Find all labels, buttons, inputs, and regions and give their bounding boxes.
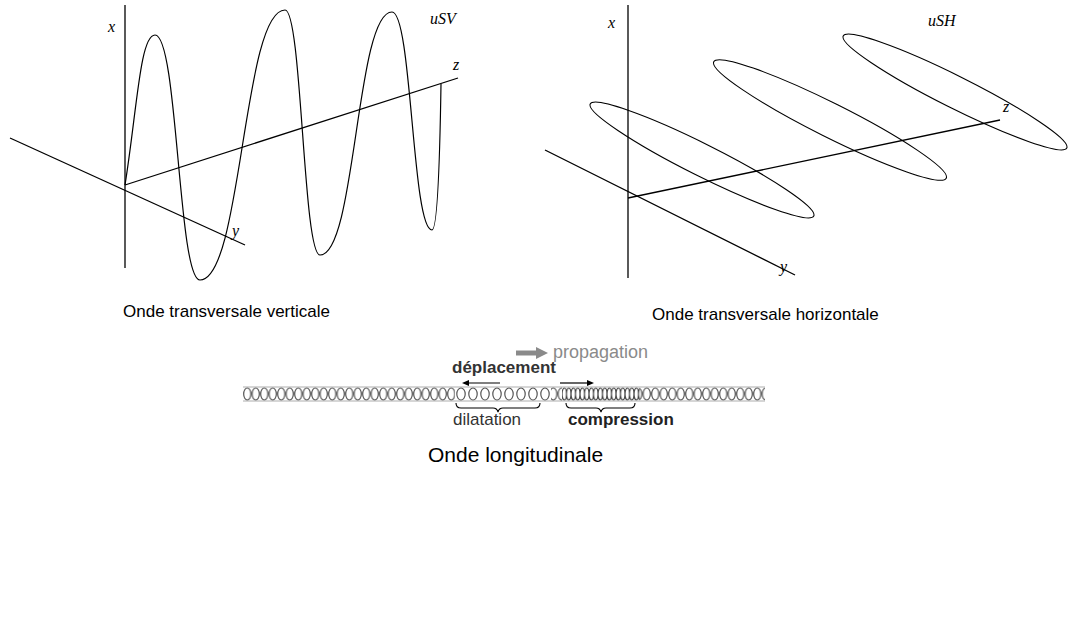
sh-wave-figure: [545, 5, 1069, 278]
wave-symbol: uSH: [928, 12, 956, 30]
compression-label: compression: [568, 411, 674, 430]
axis-label: y: [780, 258, 787, 276]
axis-label: y: [232, 222, 239, 240]
axis-label: x: [608, 14, 615, 32]
axis-label: z: [453, 56, 459, 74]
displacement-label: déplacement: [452, 359, 556, 378]
spring-figure: [243, 387, 765, 401]
dilatation-label: dilatation: [453, 411, 521, 430]
axis-label: x: [108, 18, 115, 36]
displacement-arrows: [462, 380, 594, 386]
propagation-label: propagation: [553, 343, 648, 363]
sv-wave-figure: [10, 5, 458, 280]
figure-caption: Onde longitudinale: [428, 443, 603, 466]
propagation-arrow: [516, 347, 548, 359]
figure-caption: Onde transversale horizontale: [652, 306, 879, 325]
wave-symbol: uSV: [430, 10, 456, 28]
figure-caption: Onde transversale verticale: [123, 303, 330, 322]
axis-label: z: [1003, 98, 1009, 116]
